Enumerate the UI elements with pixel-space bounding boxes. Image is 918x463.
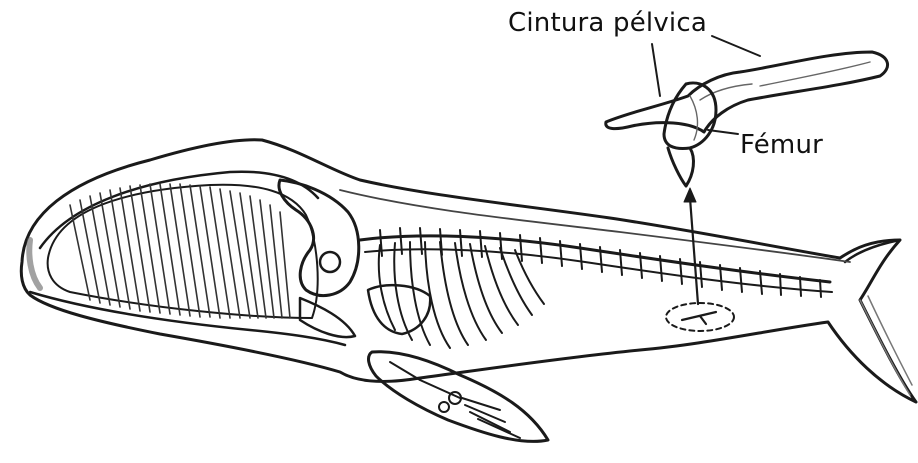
femur-shading	[690, 96, 697, 140]
fluke-shading	[860, 296, 912, 395]
whale-body-outline	[21, 140, 916, 402]
pelvic-leader-line-2	[712, 36, 760, 56]
vestigial-pelvis	[682, 312, 716, 324]
arrow-line	[690, 198, 698, 304]
femur-leader-line	[708, 130, 738, 134]
arrow-head	[684, 188, 696, 202]
eye-socket	[320, 252, 340, 272]
pelvic-girdle-bone	[606, 52, 888, 132]
pelvic-leader-line-1	[652, 44, 660, 96]
label-femur: Fémur	[740, 130, 823, 160]
rib-cage	[379, 242, 544, 348]
label-pelvic-girdle: Cintura pélvica	[508, 8, 707, 38]
femur-tip	[668, 148, 693, 186]
snout-shading	[29, 240, 40, 288]
